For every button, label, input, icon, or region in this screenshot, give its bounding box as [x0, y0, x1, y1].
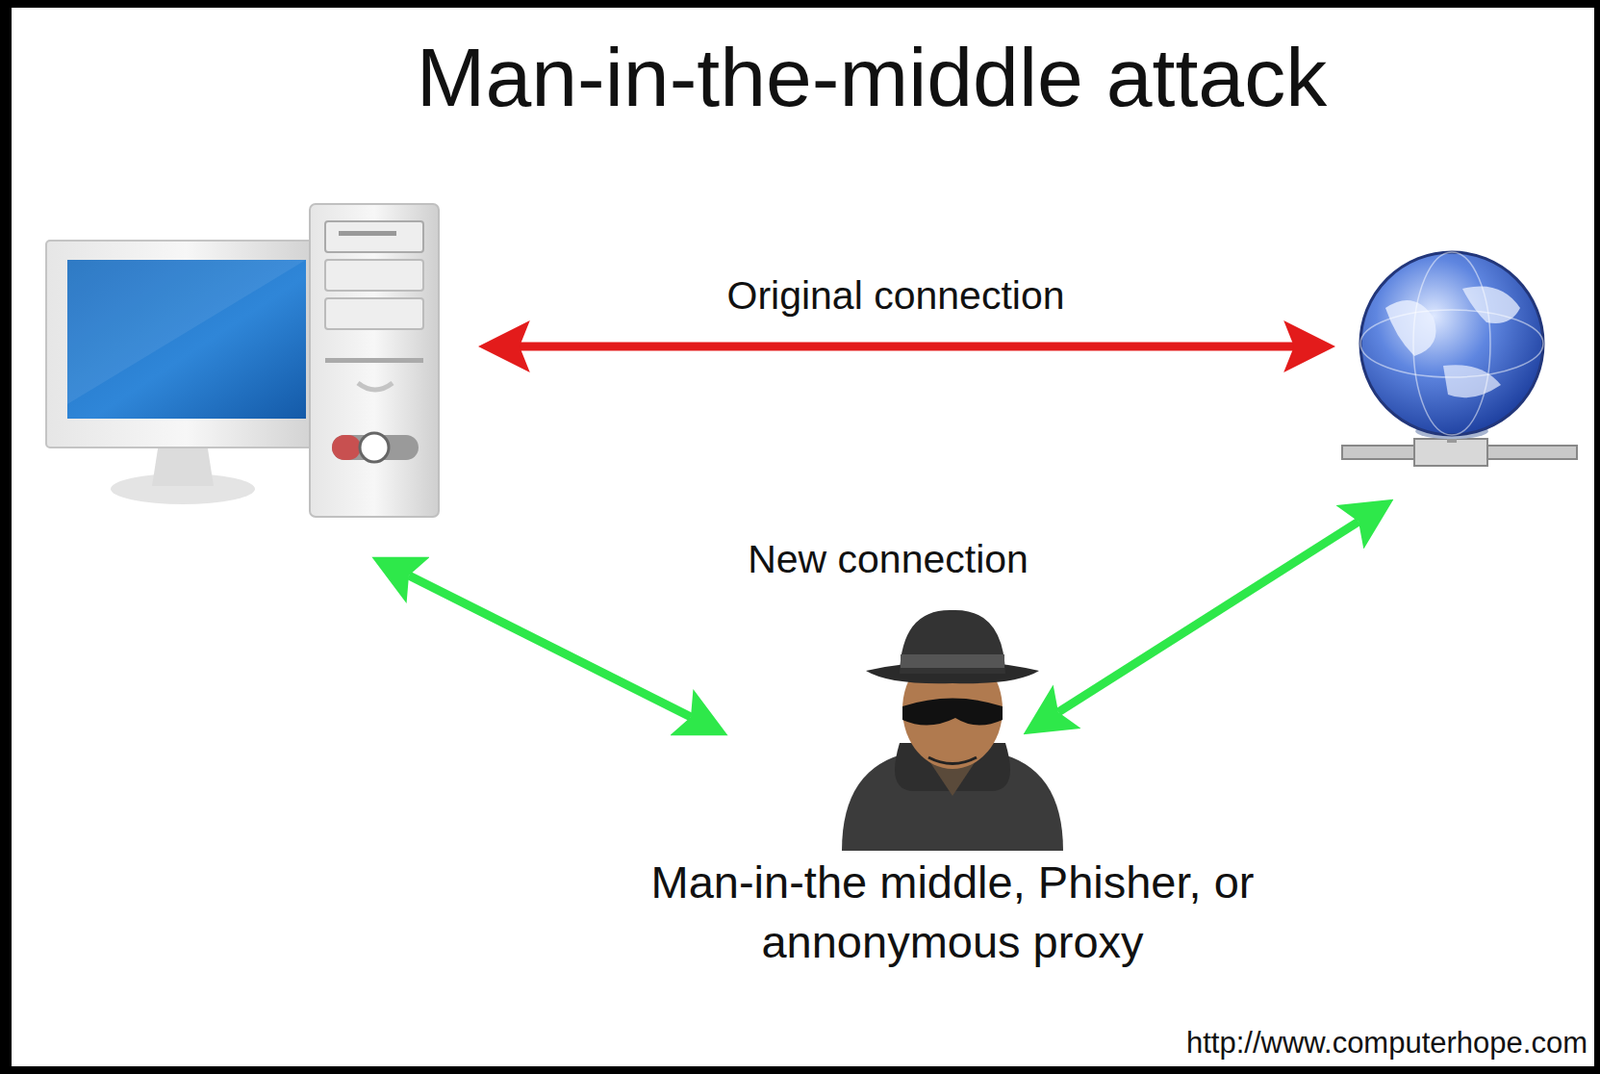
- hacker-icon: [832, 598, 1073, 851]
- title: Man-in-the-middle attack: [416, 29, 1327, 126]
- server-globe-icon: [1342, 252, 1577, 466]
- new-connection-arrow: [408, 575, 691, 717]
- connection-label: Original connection: [727, 273, 1066, 319]
- attacker-caption: Man-in-the middle, Phisher, or annonymou…: [577, 852, 1328, 972]
- connection-label: New connection: [747, 536, 1029, 583]
- new-connection-arrow: [1058, 521, 1359, 712]
- source-url: http://www.computerhope.com: [1186, 1025, 1588, 1061]
- computer-icon: [46, 203, 439, 517]
- original-connection-arrow: [519, 342, 1295, 352]
- attacker-figure: Man-in-the middle, Phisher, or annonymou…: [577, 598, 1328, 972]
